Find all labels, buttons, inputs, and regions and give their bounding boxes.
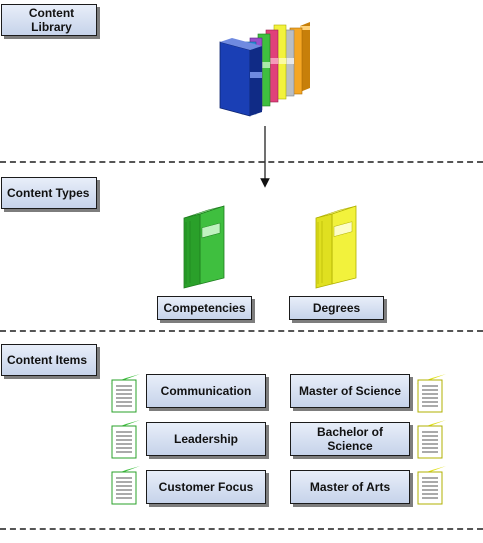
item-label-leadership: Leadership bbox=[146, 422, 266, 456]
item-label-bachelor-of-science: Bachelor of Science bbox=[290, 422, 410, 456]
communication-pages-icon bbox=[110, 374, 140, 413]
master-of-arts-pages-icon bbox=[416, 466, 446, 505]
type-label-competencies: Competencies bbox=[157, 296, 252, 320]
section-divider-3 bbox=[0, 528, 483, 530]
section-label-content-library: Content Library bbox=[1, 4, 97, 36]
item-label-master-of-science: Master of Science bbox=[290, 374, 410, 408]
section-label-content-types: Content Types bbox=[1, 177, 97, 209]
item-label-master-of-arts: Master of Arts bbox=[290, 470, 410, 504]
item-label-customer-focus: Customer Focus bbox=[146, 470, 266, 504]
item-label-communication: Communication bbox=[146, 374, 266, 408]
bachelor-of-science-pages-icon bbox=[416, 420, 446, 459]
section-divider-1 bbox=[0, 161, 483, 163]
degrees-book-icon bbox=[315, 205, 357, 289]
customer-focus-pages-icon bbox=[110, 466, 140, 505]
section-label-content-items: Content Items bbox=[1, 344, 97, 376]
library-book-blue bbox=[219, 38, 262, 117]
leadership-pages-icon bbox=[110, 420, 140, 459]
competencies-book-icon bbox=[183, 205, 225, 289]
master-of-science-pages-icon bbox=[416, 374, 446, 413]
type-label-degrees: Degrees bbox=[289, 296, 384, 320]
library-books-icon bbox=[219, 22, 310, 117]
section-divider-2 bbox=[0, 330, 483, 332]
